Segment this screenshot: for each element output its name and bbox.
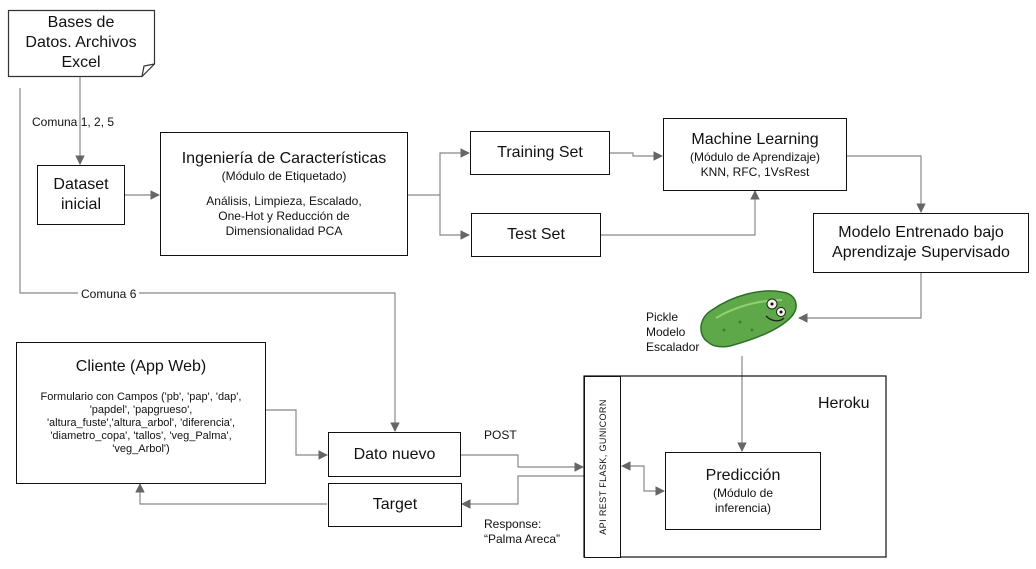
trained-model-node: Modelo Entrenado bajo Aprendizaje Superv… [813, 213, 1029, 273]
edge-model-pickle [798, 273, 922, 323]
client-form-line: 'papdel', 'papgrueso', [89, 404, 193, 416]
dataset-node: Dataset inicial [37, 165, 125, 225]
feature-engineering-node: Ingeniería de Características (Módulo de… [160, 132, 408, 256]
feature-eng-detail: Dimensionalidad PCA [225, 224, 343, 238]
ml-algorithms: KNN, RFC, 1VsRest [700, 164, 810, 179]
target-node: Target [328, 483, 462, 527]
edge-features-training [408, 148, 470, 196]
prediction-title: Predicción [705, 467, 781, 484]
edge-api-prediction [621, 461, 665, 496]
response-line: “Palma Areca” [484, 532, 561, 546]
pickle-line: Pickle [646, 310, 679, 324]
edge-ml-model [847, 155, 926, 213]
excel-document-shape [7, 9, 156, 78]
client-web-app-node: Cliente (App Web) Formulario con Campos … [16, 342, 266, 484]
dataset-line: inicial [60, 196, 101, 213]
pickle-label: Pickle Modelo Escalador [646, 310, 699, 355]
edge-client-new-data [266, 409, 328, 460]
client-form-line: 'veg_Arbol') [112, 443, 170, 455]
excel-line: Excel [61, 54, 101, 71]
client-form-line: 'altura_fuste','altura_arbol', 'diferenc… [46, 417, 236, 429]
edge-training-ml [610, 151, 663, 161]
response-line: Response: [484, 517, 542, 531]
excel-source: Bases de Datos. Archivos Excel [8, 10, 154, 76]
pickle-line: Modelo [646, 325, 686, 339]
edge-test-ml [601, 190, 760, 236]
excel-line: Datos. Archivos [25, 34, 137, 51]
response-label: Response: “Palma Areca” [484, 517, 560, 547]
api-label: API REST FLASK, GUNICORN [597, 399, 608, 535]
ml-subtitle: (Módulo de Aprendizaje) [689, 149, 821, 164]
pickle-line: Escalador [646, 340, 700, 354]
training-set-node: Training Set [470, 131, 610, 175]
client-form-line: Formulario con Campos ('pb', 'pap', 'dap… [40, 391, 242, 403]
feature-eng-title: Ingeniería de Características [181, 150, 387, 167]
edge-response [461, 475, 584, 509]
edge-target-client [135, 483, 327, 505]
dataset-line: Dataset [53, 176, 109, 193]
api-rest-node: API REST FLASK, GUNICORN [584, 376, 621, 558]
edge-post [461, 454, 584, 472]
feature-eng-subtitle: (Módulo de Etiquetado) [221, 169, 347, 183]
comuna-125-label: Comuna 1, 2, 5 [32, 115, 115, 129]
feature-eng-detail: Análisis, Limpieza, Escalado, [206, 194, 362, 208]
new-data-node: Dato nuevo [328, 432, 461, 477]
trained-model-line: Modelo Entrenado bajo [838, 224, 1004, 241]
edge-excel-new-data [19, 88, 400, 432]
excel-line: Bases de [47, 14, 115, 31]
ml-title: Machine Learning [691, 130, 819, 148]
heroku-label: Heroku [818, 395, 870, 412]
prediction-node: Predicción (Módulo de inferencia) [665, 452, 821, 530]
pickle-rick-icon [700, 290, 797, 348]
edge-features-test [439, 195, 470, 240]
prediction-subtitle: (Módulo de [712, 486, 774, 500]
comuna-6-label: Comuna 6 [78, 287, 140, 302]
post-label: POST [484, 428, 517, 442]
client-form-line: 'diametro_copa', 'tallos', 'veg_Palma', [50, 430, 232, 442]
feature-eng-detail: One-Hot y Reducción de [218, 209, 350, 223]
prediction-subtitle: inferencia) [714, 501, 772, 515]
trained-model-line: Aprendizaje Supervisado [832, 244, 1010, 261]
machine-learning-node: Machine Learning (Módulo de Aprendizaje)… [663, 118, 847, 191]
client-title: Cliente (App Web) [75, 358, 207, 375]
test-set-node: Test Set [471, 213, 601, 257]
